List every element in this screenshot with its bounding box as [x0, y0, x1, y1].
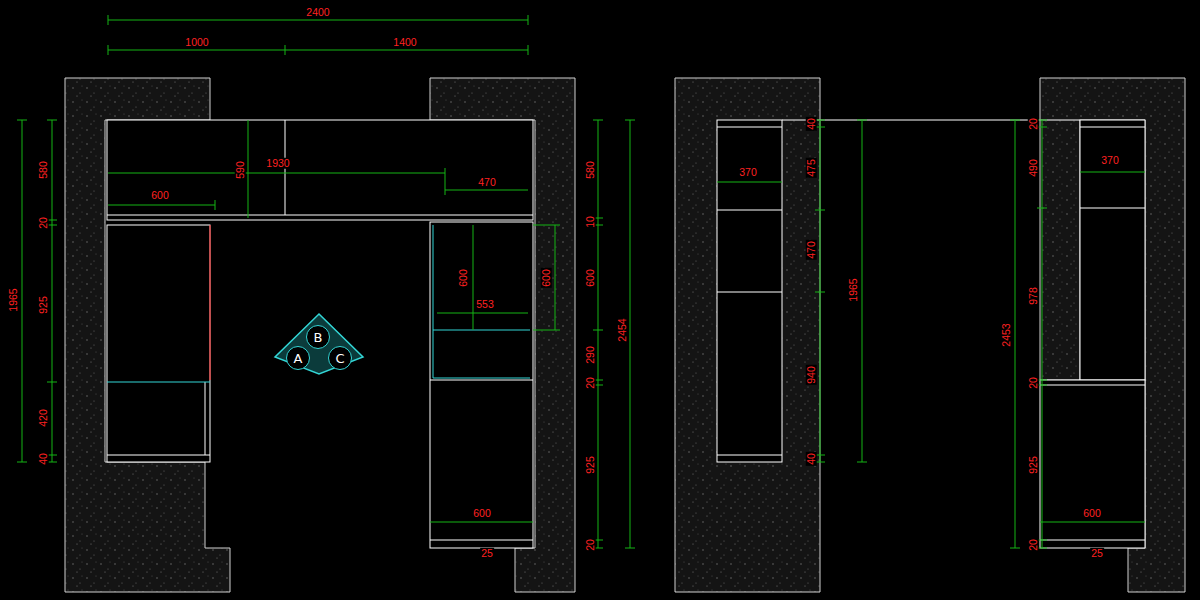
dimension-text: 1930 [265, 158, 290, 169]
dimension-text: 925 [38, 295, 49, 315]
dimension-text: 25 [1090, 548, 1104, 559]
dimension-text: 420 [38, 408, 49, 428]
accent-line [107, 225, 530, 382]
view-circle: C [328, 346, 352, 370]
dimension-text: 490 [1028, 158, 1039, 178]
dimension-text: 600 [541, 268, 552, 288]
dimension-text: 20 [1028, 376, 1039, 390]
dimension-text: 2400 [305, 7, 330, 18]
dimension-text: 1965 [848, 277, 859, 302]
dimension-text: 600 [458, 268, 469, 288]
view-letter: C [335, 352, 344, 365]
dimension-text: 600 [585, 268, 596, 288]
view-symbol [275, 314, 363, 374]
view-letter: A [294, 352, 303, 365]
view-letter: B [314, 331, 323, 344]
dimension-line [17, 15, 1145, 548]
dimension-text: 40 [806, 117, 817, 131]
dimension-text: 290 [585, 345, 596, 365]
dimension-text: 600 [1082, 508, 1102, 519]
dimension-text: 2454 [617, 317, 628, 342]
dimension-text: 370 [738, 167, 758, 178]
view-circle: B [306, 325, 330, 349]
dimension-text: 20 [38, 216, 49, 230]
dimension-text: 600 [472, 508, 492, 519]
dimension-text: 20 [585, 376, 596, 390]
dimension-text: 470 [806, 240, 817, 260]
dimension-text: 40 [38, 452, 49, 466]
dimension-text: 580 [585, 160, 596, 180]
view-circle: A [286, 346, 310, 370]
dimension-text: 940 [806, 365, 817, 385]
dimension-text: 1000 [184, 37, 209, 48]
dimension-text: 590 [235, 160, 246, 180]
dimension-text: 2453 [1001, 322, 1012, 347]
dimension-text: 553 [475, 299, 495, 310]
dimension-text: 20 [585, 538, 596, 552]
cabinet-outline [107, 120, 1145, 548]
dimension-text: 1400 [392, 37, 417, 48]
dimension-text: 25 [480, 548, 494, 559]
wall-hatch [65, 78, 1185, 592]
dimension-text: 10 [585, 215, 596, 229]
dimension-text: 40 [806, 452, 817, 466]
dimension-text: 1965 [8, 287, 19, 312]
dimension-text: 475 [806, 158, 817, 178]
dimension-text: 370 [1100, 155, 1120, 166]
dimension-text: 470 [477, 177, 497, 188]
dimension-text: 978 [1028, 286, 1039, 306]
dimension-text: 925 [1028, 455, 1039, 475]
dimension-text: 20 [1028, 117, 1039, 131]
dimension-text: 925 [585, 455, 596, 475]
dimension-text: 600 [150, 190, 170, 201]
dimension-text: 20 [1028, 538, 1039, 552]
dimension-text: 580 [38, 160, 49, 180]
